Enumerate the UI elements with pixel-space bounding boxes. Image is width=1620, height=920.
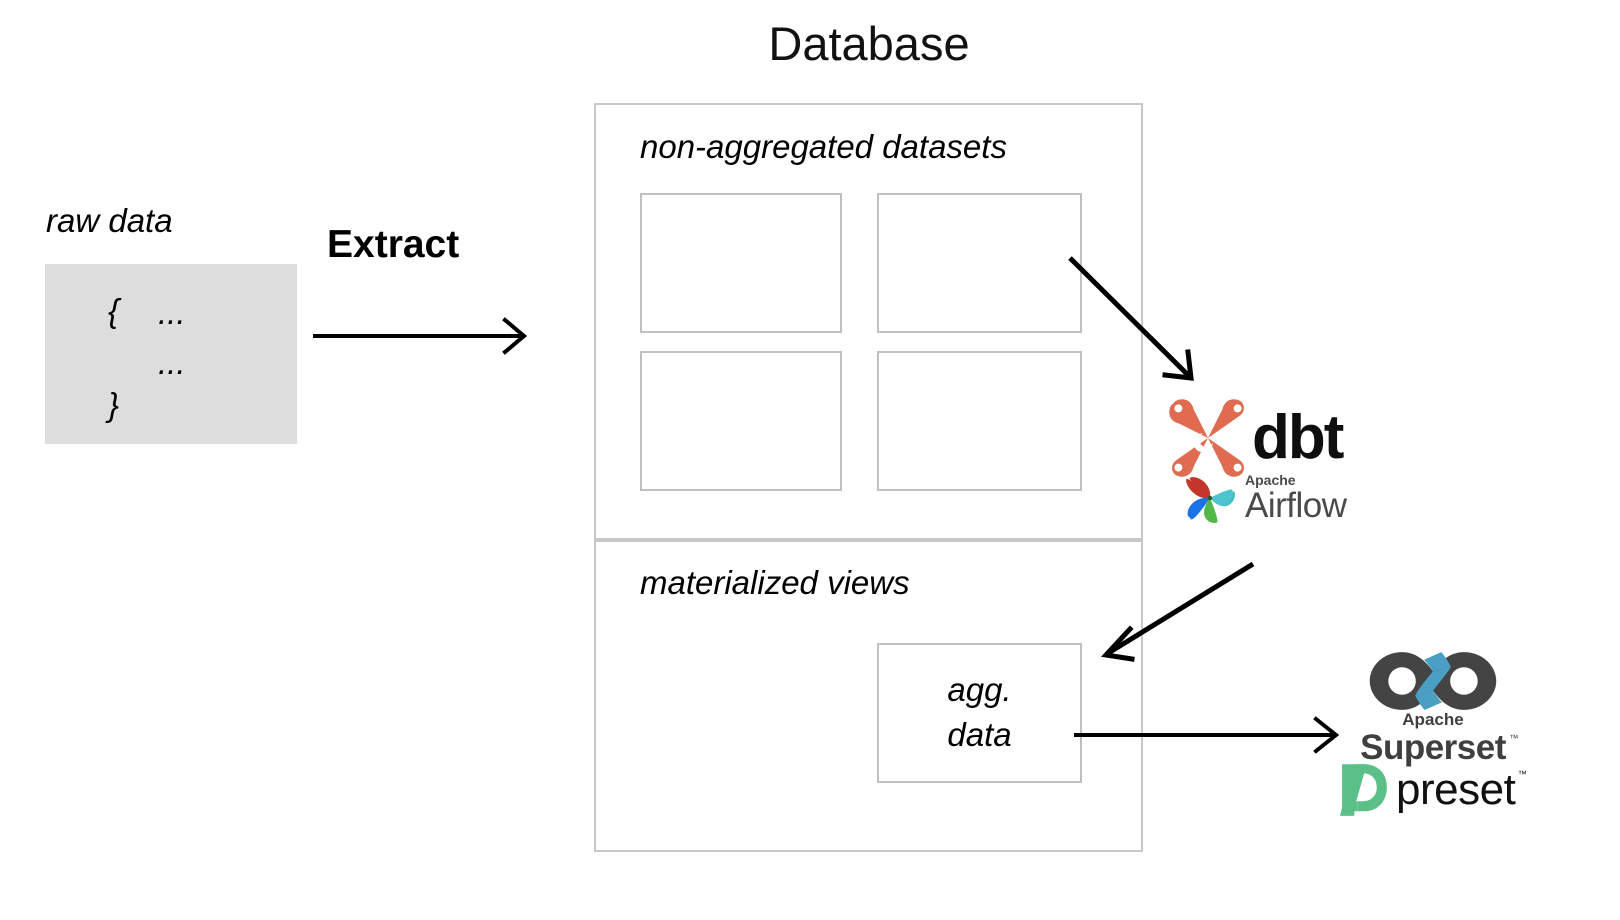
- section-label-materialized-views: materialized views: [640, 564, 910, 601]
- raw-code-line-4: }: [108, 386, 120, 423]
- raw-code-line-3: ...: [158, 344, 186, 381]
- section-materialized-views: materialized views agg. data: [594, 540, 1143, 852]
- superset-trademark: ™: [1509, 733, 1518, 743]
- airflow-pinwheel-icon: [1186, 477, 1235, 523]
- airflow-logo: Apache Airflow: [1182, 470, 1347, 526]
- section-non-aggregated-datasets: non-aggregated datasets: [594, 103, 1143, 540]
- arrow-raw-to-database: [313, 317, 528, 355]
- dbt-logo-icon: [1169, 399, 1244, 477]
- superset-infinity-icon: [1369, 652, 1497, 710]
- raw-data-box: [45, 264, 297, 444]
- preset-p-icon: [1339, 764, 1387, 816]
- dbt-logo: dbt: [1168, 398, 1344, 478]
- raw-code-line-2: ...: [158, 294, 186, 331]
- agg-data-line-1: agg.: [947, 671, 1012, 709]
- extract-label: Extract: [327, 223, 460, 266]
- dataset-box-4: [877, 351, 1082, 491]
- dataset-box-3: [640, 351, 842, 491]
- database-container: non-aggregated datasets materialized vie…: [594, 103, 1143, 852]
- airflow-apache-prefix: Apache: [1245, 472, 1296, 488]
- agg-data-line-2: data: [947, 716, 1012, 753]
- superset-apache-prefix: Apache: [1402, 710, 1464, 729]
- airflow-wordmark: Airflow: [1245, 486, 1347, 525]
- dataset-box-2: [877, 193, 1082, 333]
- preset-wordmark-text: preset: [1396, 765, 1516, 814]
- page-title: Database: [768, 17, 970, 70]
- dataset-box-1: [640, 193, 842, 333]
- aggregated-data-box: agg. data: [877, 643, 1082, 783]
- section-label-non-aggregated: non-aggregated datasets: [640, 128, 1007, 165]
- raw-code-line-1: {: [108, 292, 120, 329]
- raw-data-label: raw data: [46, 202, 173, 239]
- superset-wordmark-text: Superset: [1360, 728, 1506, 767]
- preset-trademark: ™: [1517, 769, 1527, 779]
- dbt-wordmark: dbt: [1252, 403, 1344, 472]
